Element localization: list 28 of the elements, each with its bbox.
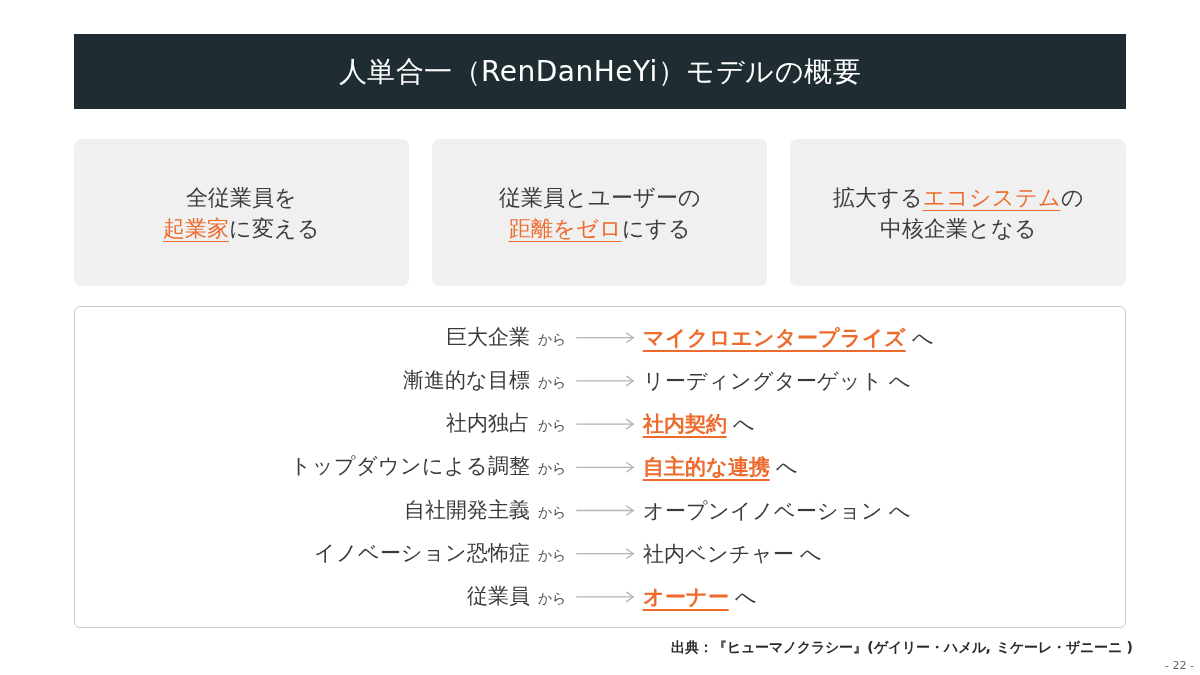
arrow <box>575 375 635 387</box>
from-label: 従業員 から <box>467 581 575 612</box>
to-label: マイクロエンタープライズ へ <box>635 323 935 352</box>
page-number: - 22 - <box>1165 658 1194 672</box>
from-label: イノベーション恐怖症 から <box>314 538 575 569</box>
to-label: 自主的な連携 へ <box>635 453 799 482</box>
goal-card: 従業員とユーザーの距離をゼロにする <box>432 139 767 286</box>
from-label: 漸進的な目標 から <box>403 365 575 396</box>
from-label: トップダウンによる調整 から <box>290 452 575 483</box>
to-label: リーディングターゲット へ <box>635 366 912 395</box>
comparison-panel <box>74 306 1126 628</box>
goal-card: 全従業員を起業家に変える <box>74 139 409 286</box>
arrow <box>575 418 635 430</box>
title-banner: 人単合一（RenDanHeYi）モデルの概要 <box>74 34 1126 109</box>
from-label: 巨大企業 から <box>446 322 575 353</box>
arrow <box>575 332 635 344</box>
to-label: 社内契約 へ <box>635 410 756 439</box>
arrow <box>575 504 635 517</box>
from-label: 社内独占 から <box>446 409 575 440</box>
goal-card: 拡大するエコシステムの中核企業となる <box>790 139 1126 286</box>
source-caption: 出典：『ヒューマノクラシー』(ゲイリー・ハメル, ミケーレ・ザニーニ ) <box>671 639 1133 657</box>
arrow <box>575 461 635 473</box>
arrow <box>575 591 635 603</box>
to-label: オーナー へ <box>635 582 758 611</box>
from-label: 自社開発主義 から <box>404 495 575 526</box>
arrow <box>575 548 635 560</box>
to-label: 社内ベンチャー へ <box>635 539 823 568</box>
to-label: オープンイノベーション へ <box>635 496 912 525</box>
